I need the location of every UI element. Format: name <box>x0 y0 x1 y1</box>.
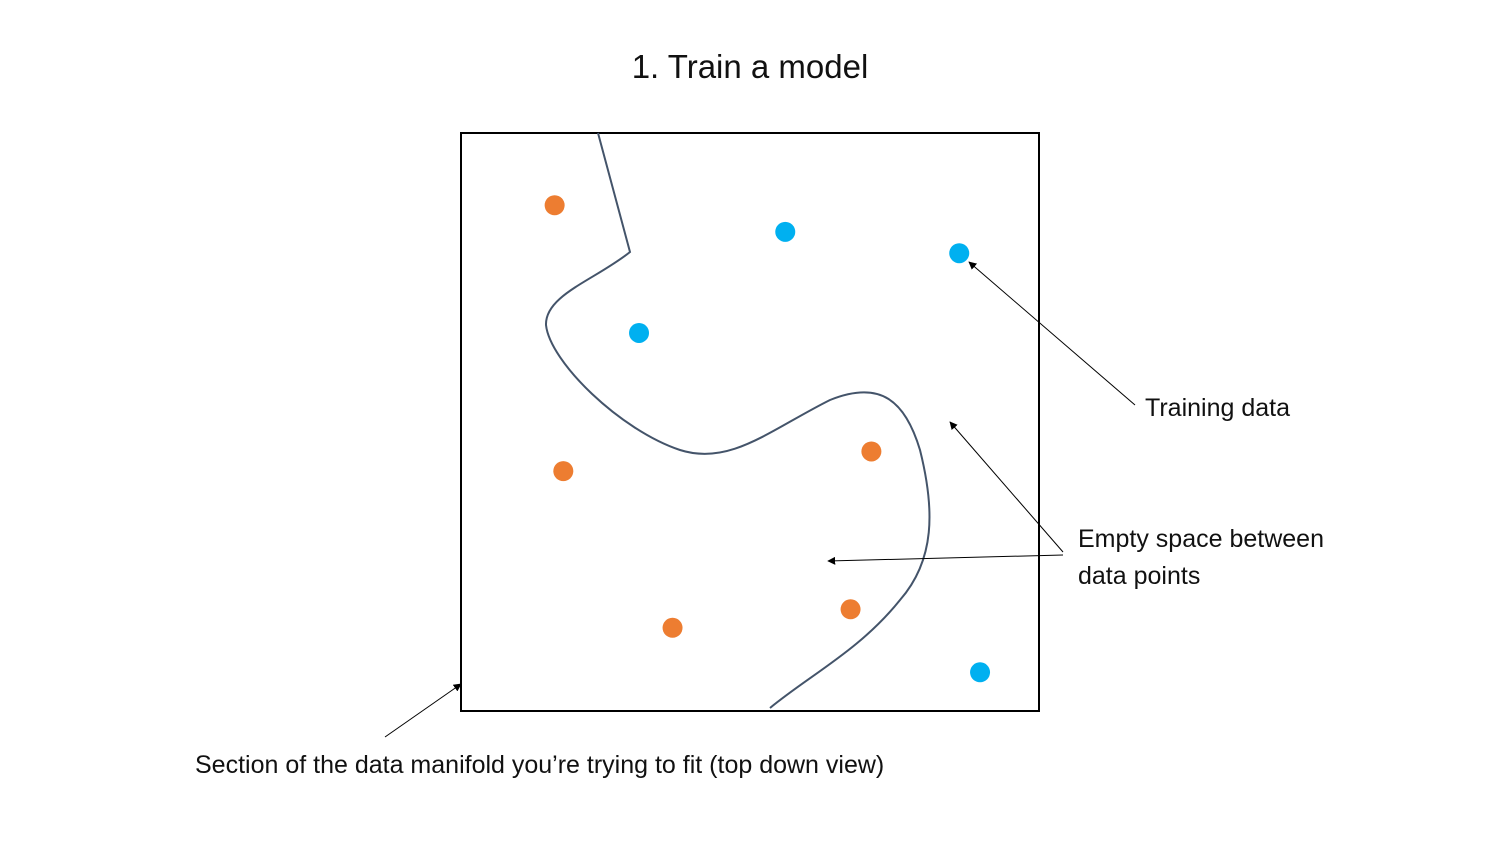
blue-point-1 <box>775 221 796 242</box>
empty-space-arrow-lower <box>827 554 1064 565</box>
orange-point-1 <box>544 195 565 216</box>
orange-point-2 <box>553 461 574 482</box>
orange-point-3 <box>861 441 882 462</box>
manifold-section-frame <box>460 132 1040 712</box>
orange-point-5 <box>840 599 861 620</box>
diagram-title: 1. Train a model <box>631 48 869 85</box>
empty-space-arrow-upper <box>949 421 1064 553</box>
training-data-arrow <box>968 261 1136 406</box>
empty-space-label-line1: Empty space between <box>1078 525 1324 553</box>
manifold-section-arrow <box>384 683 462 738</box>
training-data-label: Training data <box>1145 394 1290 422</box>
blue-point-2 <box>949 243 970 264</box>
empty-space-label: Empty space between data points <box>1078 521 1324 595</box>
decision-boundary-curve <box>544 132 931 709</box>
blue-point-4 <box>970 662 991 683</box>
manifold-section-label: Section of the data manifold you’re tryi… <box>195 751 885 779</box>
blue-point-3 <box>629 322 650 343</box>
empty-space-label-line2: data points <box>1078 562 1201 590</box>
orange-point-4 <box>662 617 683 638</box>
data-points <box>544 195 991 683</box>
